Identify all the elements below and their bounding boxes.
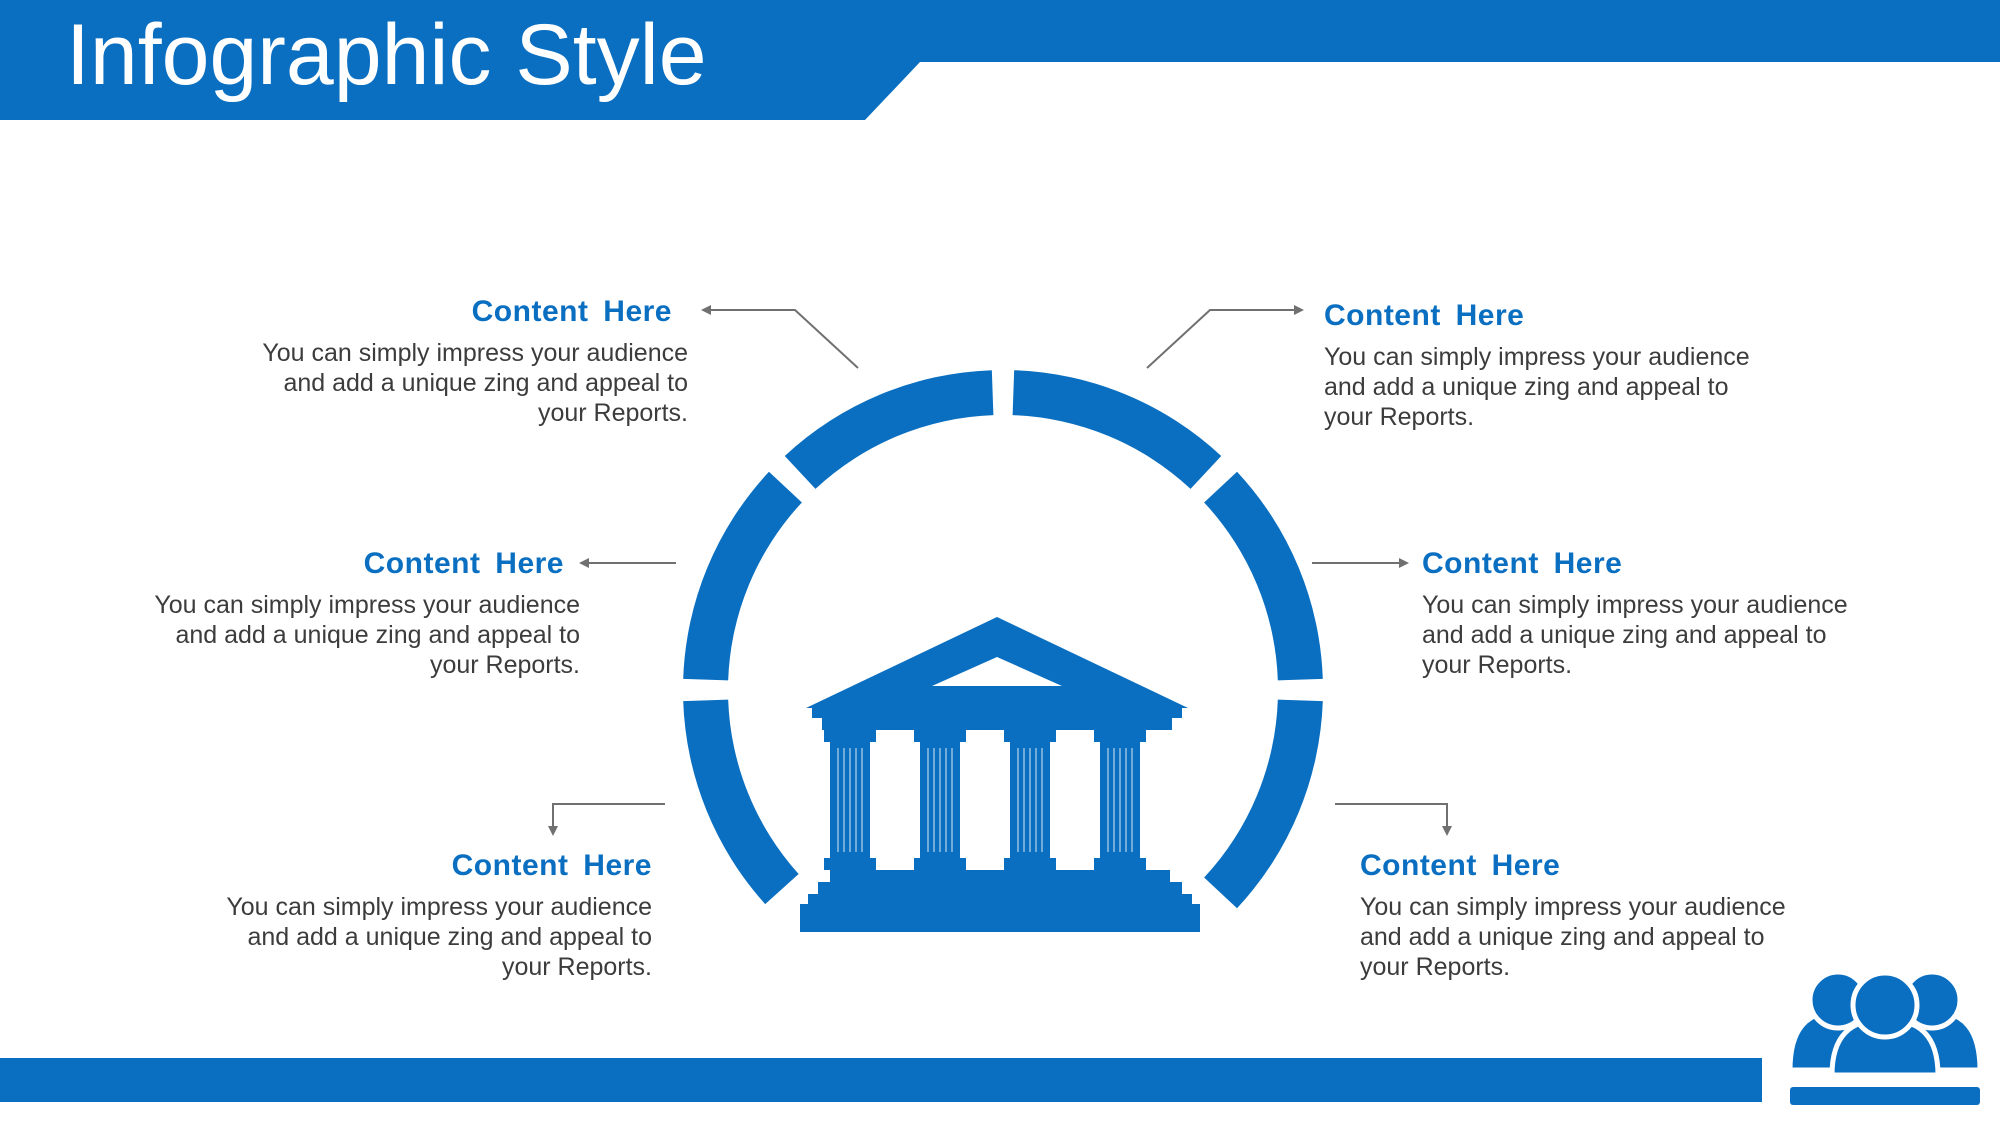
ring-segment-top-right [1012,370,1222,489]
content-block-bottom-left: Content Here You can simply impress your… [92,848,652,982]
content-block-mid-right: Content Here You can simply impress your… [1422,546,1982,680]
connectors [548,305,1452,836]
segmented-ring [683,370,1323,909]
people-group-icon [1787,969,1983,1078]
connector-bottom-right [1335,803,1452,836]
ring-segment-mid-right [1204,471,1323,681]
footer-icon-bar [1790,1087,1980,1105]
bank-column [1004,730,1056,870]
footer-bar [0,1058,1762,1102]
content-block-bottom-right: Content Here You can simply impress your… [1360,848,1920,982]
bank-building-icon [800,617,1200,932]
content-block-mid-left: Content Here You can simply impress your… [20,546,580,680]
content-body: You can simply impress your audience and… [154,591,580,679]
bank-column [914,730,966,870]
content-body: You can simply impress your audience and… [262,339,688,427]
content-heading: Content Here [1324,299,1525,332]
content-block-top-right: Content Here You can simply impress your… [1324,298,1884,432]
ring-segment-mid-left [683,471,802,681]
content-block-top-left: Content Here You can simply impress your… [128,294,688,428]
ring-segment-bottom-left [683,699,799,905]
content-heading: Content Here [363,547,564,580]
bank-column [1094,730,1146,870]
content-body: You can simply impress your audience and… [1422,591,1848,679]
connector-top-right [1146,305,1304,369]
slide-title: Infographic Style [66,7,707,103]
ring-segment-bottom-right [1204,699,1323,909]
content-heading: Content Here [471,295,672,328]
connector-top-left [701,305,859,369]
content-heading: Content Here [451,849,652,882]
ring-segment-top-left [784,370,994,489]
content-body: You can simply impress your audience and… [226,893,652,981]
connector-bottom-left [548,803,665,836]
header-band [0,0,2000,120]
content-body: You can simply impress your audience and… [1360,893,1786,981]
bank-column [824,730,876,870]
content-heading: Content Here [1360,849,1561,882]
content-body: You can simply impress your audience and… [1324,343,1750,431]
content-heading: Content Here [1422,547,1623,580]
